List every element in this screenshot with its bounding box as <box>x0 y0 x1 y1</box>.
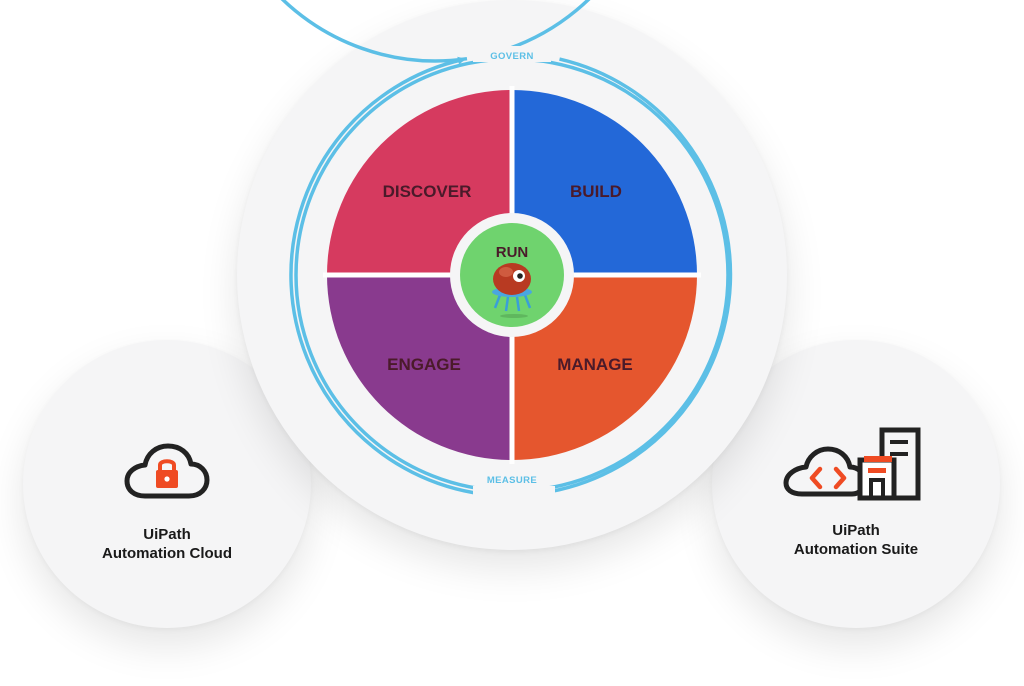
engage-label: ENGAGE <box>387 355 461 374</box>
outer-ring-left-arc <box>280 0 591 63</box>
run-label: RUN <box>496 244 529 261</box>
discover-label: DISCOVER <box>383 182 472 201</box>
build-quadrant <box>512 90 697 275</box>
measure-label: MEASURE <box>487 475 537 486</box>
cloud-title-line2: Automation Cloud <box>102 545 232 562</box>
platform-wheel: GOVERN MEASURE DISCOVER BUILD ENGAGE MAN… <box>280 0 733 502</box>
cloud-lock-icon <box>124 443 210 499</box>
platform-wheel-card: GOVERN MEASURE DISCOVER BUILD ENGAGE MAN… <box>237 0 787 550</box>
manage-quadrant <box>512 275 697 460</box>
outer-ring-right-arc <box>538 57 733 497</box>
outer-ring-left-main-arc <box>289 56 484 496</box>
manage-label: MANAGE <box>557 355 633 374</box>
robot-mascot-icon <box>492 263 532 318</box>
cloud-code-building-icon <box>783 427 921 501</box>
automation-cloud-label: UiPath Automation Cloud <box>23 525 311 563</box>
discover-quadrant <box>327 90 512 275</box>
engage-quadrant <box>327 275 512 460</box>
suite-title-line1: UiPath <box>832 522 880 539</box>
automation-suite-label: UiPath Automation Suite <box>712 521 1000 559</box>
govern-label: GOVERN <box>490 51 534 62</box>
build-label: BUILD <box>570 182 622 201</box>
suite-title-line2: Automation Suite <box>793 541 919 558</box>
cloud-title-line1: UiPath <box>143 526 191 543</box>
